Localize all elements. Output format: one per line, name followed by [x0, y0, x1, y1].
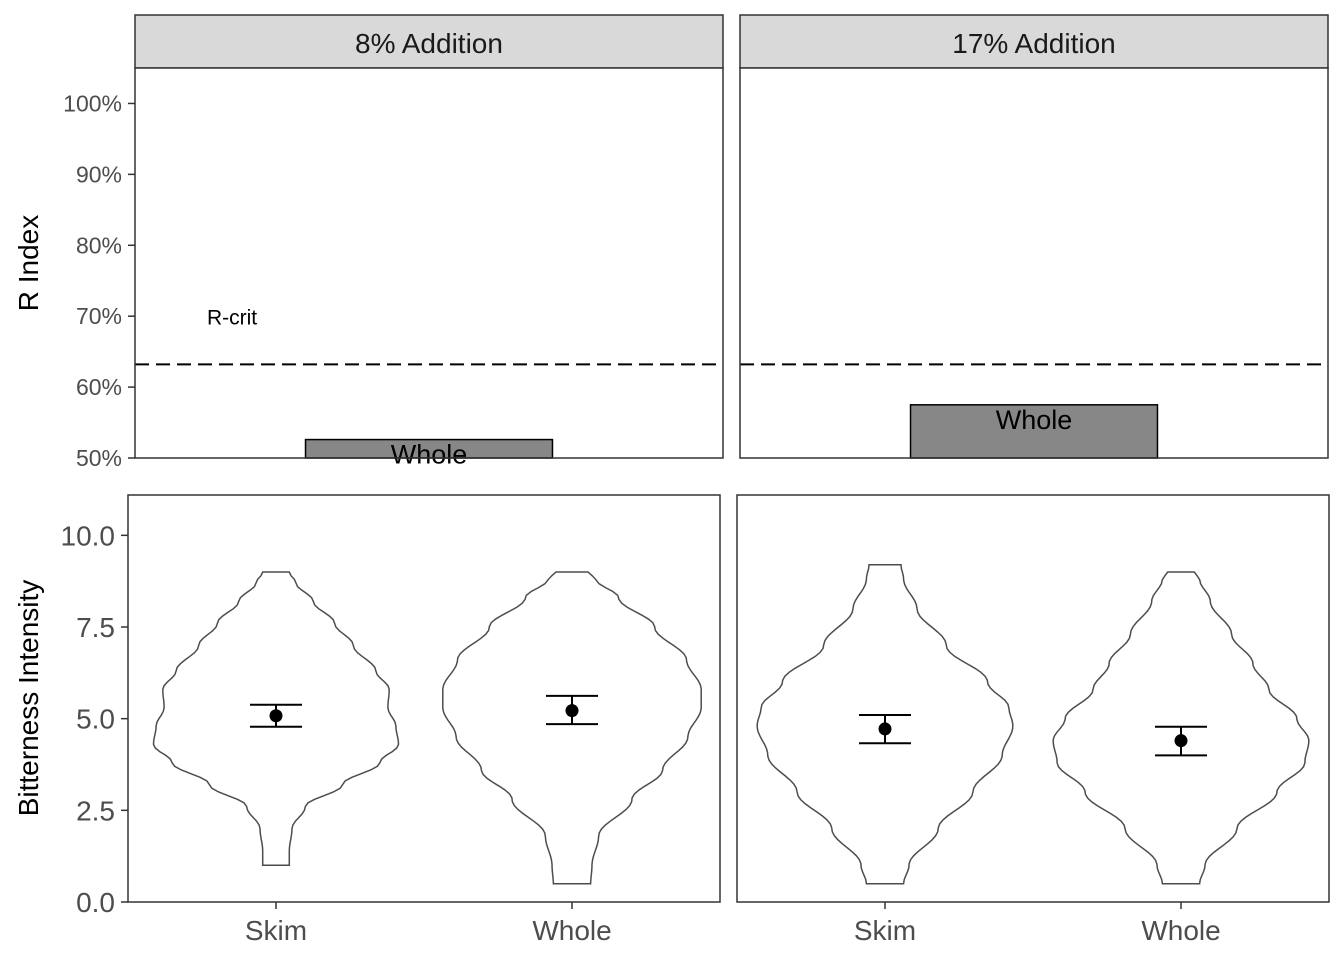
- r-index-y-tick-label: 50%: [76, 445, 122, 471]
- bar-label-17pct: Whole: [996, 405, 1073, 435]
- r-index-panel-17pct-marks: Whole: [740, 363, 1328, 459]
- x-tick-label-skim: Skim: [854, 915, 916, 946]
- bitterness-panel-17pct-background: [737, 495, 1329, 902]
- r-index-y-tick-label: 80%: [76, 232, 122, 258]
- mean-point-whole-8pct: [565, 704, 579, 718]
- r-index-y-tick-label: 70%: [76, 303, 122, 329]
- bitterness-panel-17pct-marks: [756, 563, 1310, 885]
- r-index-panel-8pct: Whole R-crit: [134, 67, 724, 470]
- x-tick-label-whole: Whole: [1141, 915, 1220, 946]
- bar-label-8pct: Whole: [391, 440, 468, 470]
- bitterness-panel-8pct: [127, 494, 721, 903]
- bitterness-y-tick-label: 7.5: [76, 612, 115, 643]
- r-index-panel-17pct-border: [739, 67, 1329, 459]
- bitterness-axis-title: Bitterness Intensity: [13, 580, 44, 817]
- r-index-panel-8pct-marks: Whole R-crit: [135, 306, 723, 470]
- strip-8pct: 8% Addition: [134, 14, 724, 69]
- bitterness-y-tick-label: 5.0: [76, 704, 115, 735]
- r-index-axis-title: R Index: [13, 215, 44, 312]
- bitterness-panel-17pct-border: [736, 494, 1330, 903]
- bitterness-panel-8pct-background: [128, 495, 720, 902]
- bitterness-y-tick-label: 2.5: [76, 795, 115, 826]
- strip-8pct-label: 8% Addition: [355, 28, 503, 59]
- violin-whole-17pct: [1052, 571, 1310, 885]
- bitterness-panel-8pct-marks: [152, 571, 702, 885]
- r-index-y-axis: 50% 60% 70% 80% 90% 100%: [63, 90, 135, 471]
- r-index-y-tick-label: 90%: [76, 161, 122, 187]
- r-index-y-tick-label: 60%: [76, 374, 122, 400]
- bitterness-y-tick-label: 0.0: [76, 887, 115, 918]
- strip-17pct: 17% Addition: [739, 14, 1329, 69]
- x-tick-label-whole: Whole: [532, 915, 611, 946]
- mean-point-whole-17pct: [1174, 734, 1188, 748]
- bitterness-panel-8pct-border: [127, 494, 721, 903]
- r-index-panel-8pct-border: [134, 67, 724, 459]
- r-index-panel-17pct: Whole: [739, 67, 1329, 459]
- r-index-panel-17pct-background: [740, 68, 1328, 458]
- r-index-panel-8pct-background: [135, 68, 723, 458]
- r-index-y-tick-label: 100%: [63, 90, 122, 116]
- strip-17pct-background: [739, 14, 1329, 69]
- mean-point-skim-8pct: [269, 709, 283, 723]
- x-tick-label-skim: Skim: [245, 915, 307, 946]
- strip-8pct-background: [134, 14, 724, 69]
- violin-skim-8pct: [152, 571, 400, 867]
- violin-whole-8pct: [442, 571, 702, 885]
- mean-point-skim-17pct: [878, 722, 892, 736]
- bar-17pct: [909, 404, 1159, 459]
- bitterness-y-axis: 0.0 2.5 5.0 7.5 10.0: [61, 520, 128, 918]
- bitterness-panel-17pct: [736, 494, 1330, 903]
- violin-skim-17pct: [756, 563, 1014, 885]
- rcrit-label: R-crit: [207, 306, 257, 329]
- strip-17pct-label: 17% Addition: [952, 28, 1115, 59]
- bitterness-y-tick-label: 10.0: [61, 520, 116, 551]
- bitterness-x-axis: Skim Whole Skim Whole: [245, 902, 1221, 946]
